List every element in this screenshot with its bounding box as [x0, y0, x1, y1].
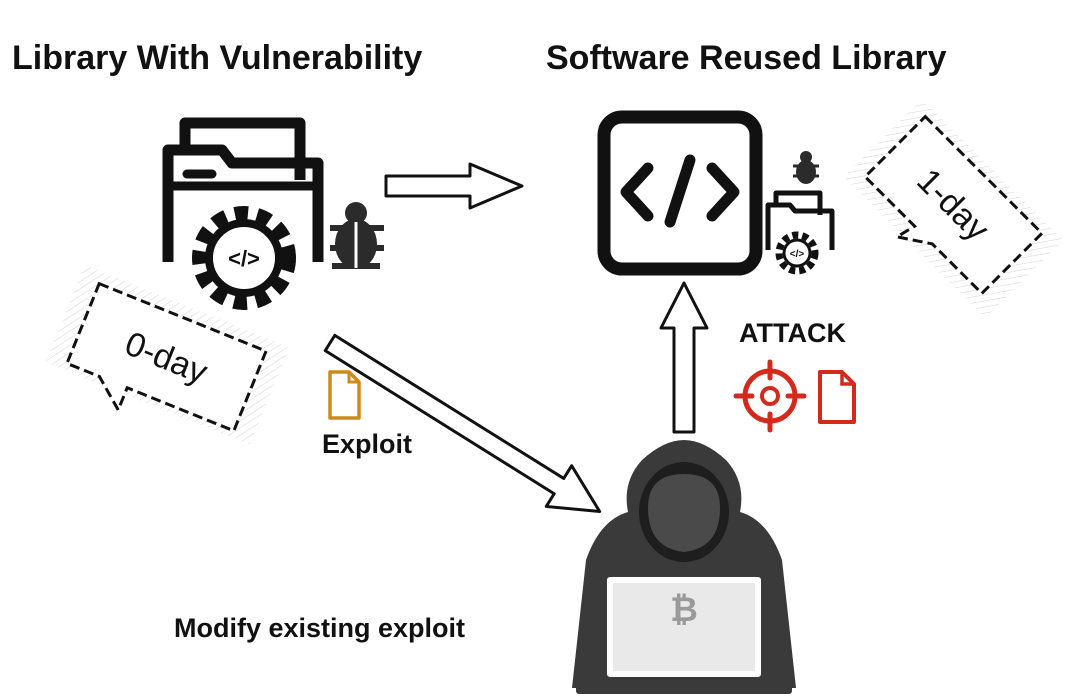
- attack-file-icon: [818, 370, 856, 424]
- target-crosshair-icon: [733, 359, 807, 433]
- bitcoin-icon: ₿: [670, 591, 698, 629]
- zero-day-tag: 0-day: [45, 265, 290, 445]
- heading-library-with-vulnerability: Library With Vulnerability: [12, 39, 423, 77]
- modify-existing-exploit-label: Modify existing exploit: [174, 613, 466, 643]
- heading-software-reused-library: Software Reused Library: [546, 39, 947, 77]
- bug-icon-large: [330, 202, 384, 269]
- attack-label: ATTACK: [739, 318, 846, 348]
- small-gear-code-symbol: </>: [790, 249, 805, 260]
- code-gear-icon: </>: [192, 206, 296, 310]
- exploit-file-icon: [328, 370, 361, 420]
- arrow-library-to-software: [384, 162, 524, 210]
- arrow-library-to-hacker: [323, 333, 602, 514]
- library-folder-icon: [162, 117, 324, 262]
- arrow-hacker-to-software: [659, 281, 709, 434]
- exploit-label: Exploit: [322, 429, 413, 459]
- code-window-icon: [597, 110, 763, 276]
- library-folder-icon-small: </>: [765, 190, 835, 275]
- hacker-icon: ₿: [572, 440, 796, 694]
- bug-icon-small: [793, 151, 819, 184]
- one-day-tag: 1-day: [843, 98, 1064, 319]
- code-gear-symbol: </>: [228, 246, 260, 271]
